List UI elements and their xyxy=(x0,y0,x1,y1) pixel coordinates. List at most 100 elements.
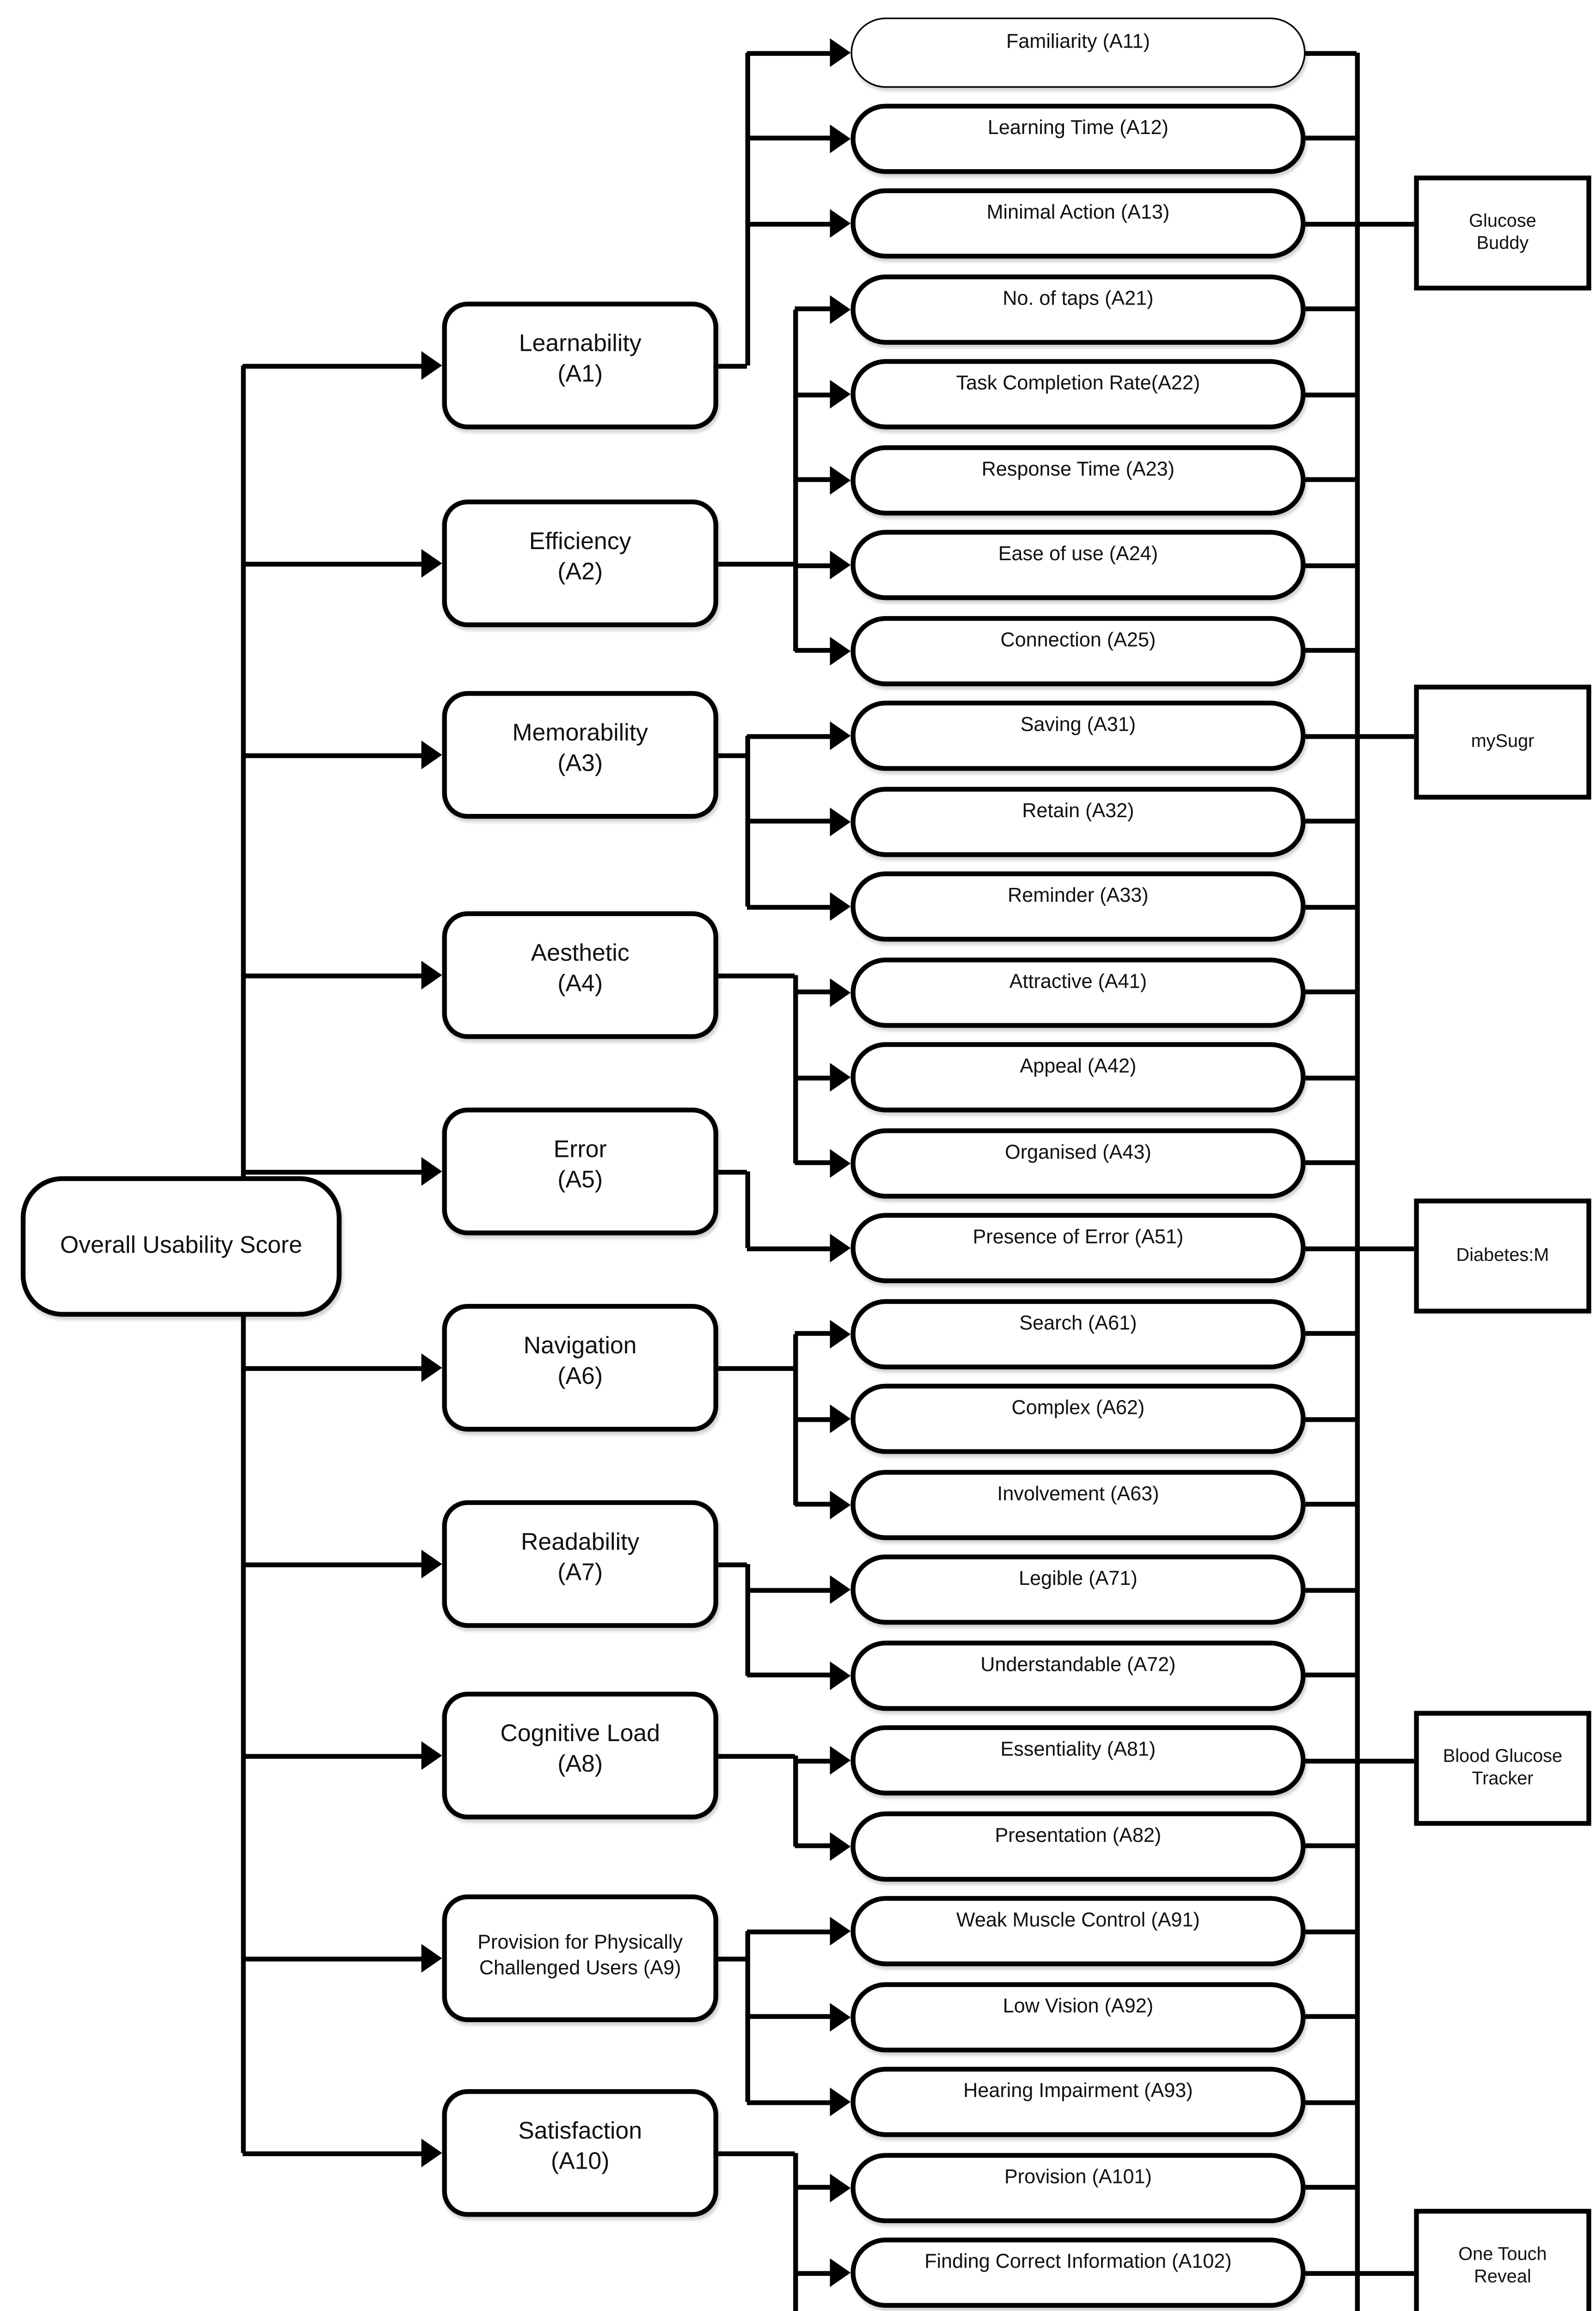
arrowhead-icon xyxy=(421,1549,442,1579)
category-label-line2: (A7) xyxy=(557,1559,603,1587)
category-arrow-line xyxy=(242,561,422,566)
arrowhead-icon xyxy=(830,38,851,67)
criterion-arrow-line xyxy=(747,1246,830,1251)
criterion-arrow-line xyxy=(795,1758,830,1763)
category-arrow-line xyxy=(242,1956,422,1961)
arrowhead-icon xyxy=(830,2258,851,2287)
criterion-arrow-line xyxy=(795,1843,830,1848)
criterion-stub-line xyxy=(1305,1758,1357,1763)
arrowhead-icon xyxy=(830,1148,851,1177)
criterion-node-A102: Finding Correct Information (A102) xyxy=(850,2238,1306,2308)
criterion-node-A12: Learning Time (A12) xyxy=(850,103,1306,173)
arrowhead-icon xyxy=(830,209,851,238)
criterion-label: No. of taps (A21) xyxy=(1003,287,1154,309)
criterion-stub-line xyxy=(1305,1331,1357,1336)
criterion-stub-line xyxy=(1305,1502,1357,1507)
criterion-node-A11: Familiarity (A11) xyxy=(850,17,1306,88)
app-label-line: Blood Glucose xyxy=(1443,1747,1563,1767)
criterion-arrow-line xyxy=(747,904,830,909)
arrowhead-icon xyxy=(421,1353,442,1382)
criterion-stub-line xyxy=(1305,904,1357,909)
arrowhead-icon xyxy=(830,977,851,1007)
criterion-node-A72: Understandable (A72) xyxy=(850,1639,1306,1710)
criterion-stub-line xyxy=(1305,1246,1357,1251)
arrowhead-icon xyxy=(830,465,851,494)
criterion-stub-line xyxy=(1305,1160,1357,1165)
criterion-stub-line xyxy=(1305,477,1357,482)
app-link-line xyxy=(1357,221,1414,226)
criterion-arrow-line xyxy=(747,2014,830,2019)
criterion-label: Retain (A32) xyxy=(1022,799,1134,822)
criterion-label: Hearing Impairment (A93) xyxy=(963,2079,1193,2103)
criterion-node-A43: Organised (A43) xyxy=(850,1127,1306,1198)
category-riser-line xyxy=(744,1564,750,1675)
criterion-stub-line xyxy=(1305,1416,1357,1421)
criterion-node-A33: Reminder (A33) xyxy=(850,871,1306,942)
criterion-arrow-line xyxy=(795,989,830,995)
category-label-line1: Satisfaction xyxy=(518,2118,642,2146)
category-label-line1: Provision for Physically xyxy=(477,1932,683,1954)
arrowhead-icon xyxy=(421,351,442,380)
criterion-node-A21: No. of taps (A21) xyxy=(850,274,1306,344)
criterion-label: Provision (A101) xyxy=(1004,2165,1152,2188)
criterion-label: Appeal (A42) xyxy=(1020,1055,1137,1078)
criterion-node-A61: Search (A61) xyxy=(850,1298,1306,1369)
category-label-line2: (A1) xyxy=(557,361,603,388)
category-label-line1: Error xyxy=(553,1137,607,1164)
category-node-A2: Efficiency(A2) xyxy=(442,499,718,628)
category-label-line2: (A6) xyxy=(557,1363,603,1390)
criterion-label: Presentation (A82) xyxy=(995,1823,1162,1846)
criterion-stub-line xyxy=(1305,2014,1357,2019)
category-node-A1: Learnability(A1) xyxy=(442,301,718,429)
category-label-line2: (A4) xyxy=(557,970,603,998)
criterion-node-A71: Legible (A71) xyxy=(850,1554,1306,1625)
arrowhead-icon xyxy=(830,1746,851,1775)
category-label-line1: Aesthetic xyxy=(531,940,630,968)
criterion-stub-line xyxy=(1305,1928,1357,1934)
criterion-arrow-line xyxy=(795,1160,830,1165)
criterion-label: Ease of use (A24) xyxy=(998,543,1158,566)
criterion-arrow-line xyxy=(747,733,830,739)
category-node-A7: Readability(A7) xyxy=(442,1500,718,1628)
criterion-node-A63: Involvement (A63) xyxy=(850,1469,1306,1540)
criterion-node-A91: Weak Muscle Control (A91) xyxy=(850,1896,1306,1967)
arrowhead-icon xyxy=(830,2087,851,2116)
criterion-stub-line xyxy=(1305,1672,1357,1678)
category-node-A3: Memorability(A3) xyxy=(442,691,718,819)
arrowhead-icon xyxy=(830,807,851,836)
criterion-label: Attractive (A41) xyxy=(1009,970,1147,992)
arrowhead-icon xyxy=(830,1234,851,1263)
category-arrow-line xyxy=(242,1169,422,1174)
arrowhead-icon xyxy=(830,1831,851,1860)
arrowhead-icon xyxy=(421,1741,442,1770)
arrowhead-icon xyxy=(830,1063,851,1092)
criterion-arrow-line xyxy=(795,1075,830,1080)
category-riser-line xyxy=(792,1755,797,1846)
criterion-node-A42: Appeal (A42) xyxy=(850,1042,1306,1113)
criterion-label: Search (A61) xyxy=(1019,1311,1137,1334)
criterion-node-A92: Low Vision (A92) xyxy=(850,1981,1306,2052)
category-riser-link-line xyxy=(718,2150,795,2156)
criterion-node-A82: Presentation (A82) xyxy=(850,1810,1306,1881)
app-link-line xyxy=(1357,2270,1414,2275)
arrowhead-icon xyxy=(830,2173,851,2202)
category-riser-link-line xyxy=(718,363,747,368)
arrowhead-icon xyxy=(830,1490,851,1519)
category-riser-link-line xyxy=(718,1365,795,1370)
criterion-label: Weak Muscle Control (A91) xyxy=(956,1909,1200,1932)
app-link-line xyxy=(1357,1246,1414,1251)
criterion-label: Learning Time (A12) xyxy=(987,116,1169,139)
app-label-line: Tracker xyxy=(1472,1770,1534,1789)
criterion-node-A24: Ease of use (A24) xyxy=(850,530,1306,600)
criterion-label: Task Completion Rate(A22) xyxy=(956,372,1200,395)
criterion-label: Minimal Action (A13) xyxy=(986,201,1170,224)
category-riser-line xyxy=(744,52,750,366)
category-node-A10: Satisfaction(A10) xyxy=(442,2089,718,2217)
arrowhead-icon xyxy=(421,1944,442,1973)
criterion-node-A32: Retain (A32) xyxy=(850,786,1306,856)
category-node-A6: Navigation(A6) xyxy=(442,1304,718,1432)
criterion-node-A93: Hearing Impairment (A93) xyxy=(850,2066,1306,2137)
criterion-arrow-line xyxy=(795,1502,830,1507)
